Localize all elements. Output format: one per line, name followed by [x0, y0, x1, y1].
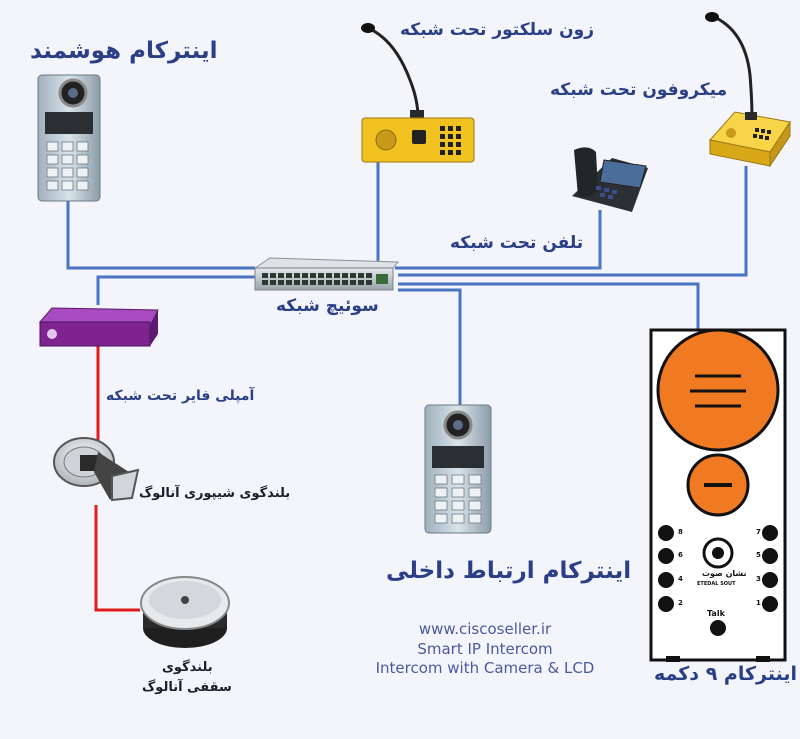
panel-logo-sub: ETEDAL SOUT: [697, 581, 736, 587]
horn-speaker-device: [53, 437, 140, 502]
wire-internal-intercom: [398, 288, 462, 405]
label-network-switch: سوئیچ شبکه: [276, 296, 379, 316]
panel-btn-num-4: 4: [678, 575, 683, 583]
intercom-9-button-panel: [649, 328, 787, 662]
footer-website: www.ciscoseller.ir: [418, 620, 552, 638]
wire-network-mic: [398, 166, 748, 277]
panel-btn-num-7: 7: [756, 528, 761, 536]
wire-horn-to-ceiling: [94, 505, 140, 612]
zone-selector-device: [361, 23, 475, 163]
label-intercom-9-button: اینترکام ۹ دکمه: [654, 663, 797, 685]
label-zone-selector: زون سلکتور تحت شبکه: [400, 20, 595, 40]
label-network-phone: تلفن تحت شبکه: [450, 233, 584, 253]
footer-line3: Intercom with Camera & LCD: [375, 659, 595, 677]
panel-btn-num-2: 2: [678, 599, 683, 607]
analog-wires: [94, 345, 140, 612]
label-network-mic: میکروفون تحت شبکه: [550, 80, 728, 100]
wire-amp: [96, 275, 255, 305]
network-wires: [66, 162, 748, 405]
label-internal-intercom: اینترکام ارتباط داخلی: [386, 558, 632, 584]
network-microphone-device: [705, 12, 791, 168]
wire-network-phone: [395, 210, 602, 270]
label-horn-speaker: بلندگوی شیپوری آنالوگ: [139, 486, 291, 501]
network-switch-device: [253, 257, 400, 291]
panel-btn-num-6: 6: [678, 551, 683, 559]
label-ceiling-speaker-line1: بلندگوی: [162, 660, 213, 675]
ip-phone-device: [572, 147, 648, 212]
label-network-amp: آمپلی فایر تحت شبکه: [106, 388, 255, 404]
ceiling-speaker-device: [140, 576, 230, 648]
footer-line2: Smart IP Intercom: [417, 640, 553, 658]
panel-talk-label: Talk: [707, 609, 725, 618]
panel-logo-text: نشان صوت: [702, 569, 747, 578]
panel-btn-num-3: 3: [756, 575, 761, 583]
smart-intercom-device: [37, 74, 101, 202]
panel-btn-num-1: 1: [756, 599, 761, 607]
label-smart-intercom: اینترکام هوشمند: [30, 38, 218, 64]
internal-intercom-device: [424, 404, 492, 534]
panel-btn-num-5: 5: [756, 551, 761, 559]
wire-smart-intercom: [66, 200, 255, 270]
panel-btn-num-8: 8: [678, 528, 683, 536]
label-ceiling-speaker-line2: سقفی آنالوگ: [142, 680, 232, 695]
network-amplifier-device: [38, 307, 159, 347]
wire-intercom-9: [398, 282, 700, 330]
